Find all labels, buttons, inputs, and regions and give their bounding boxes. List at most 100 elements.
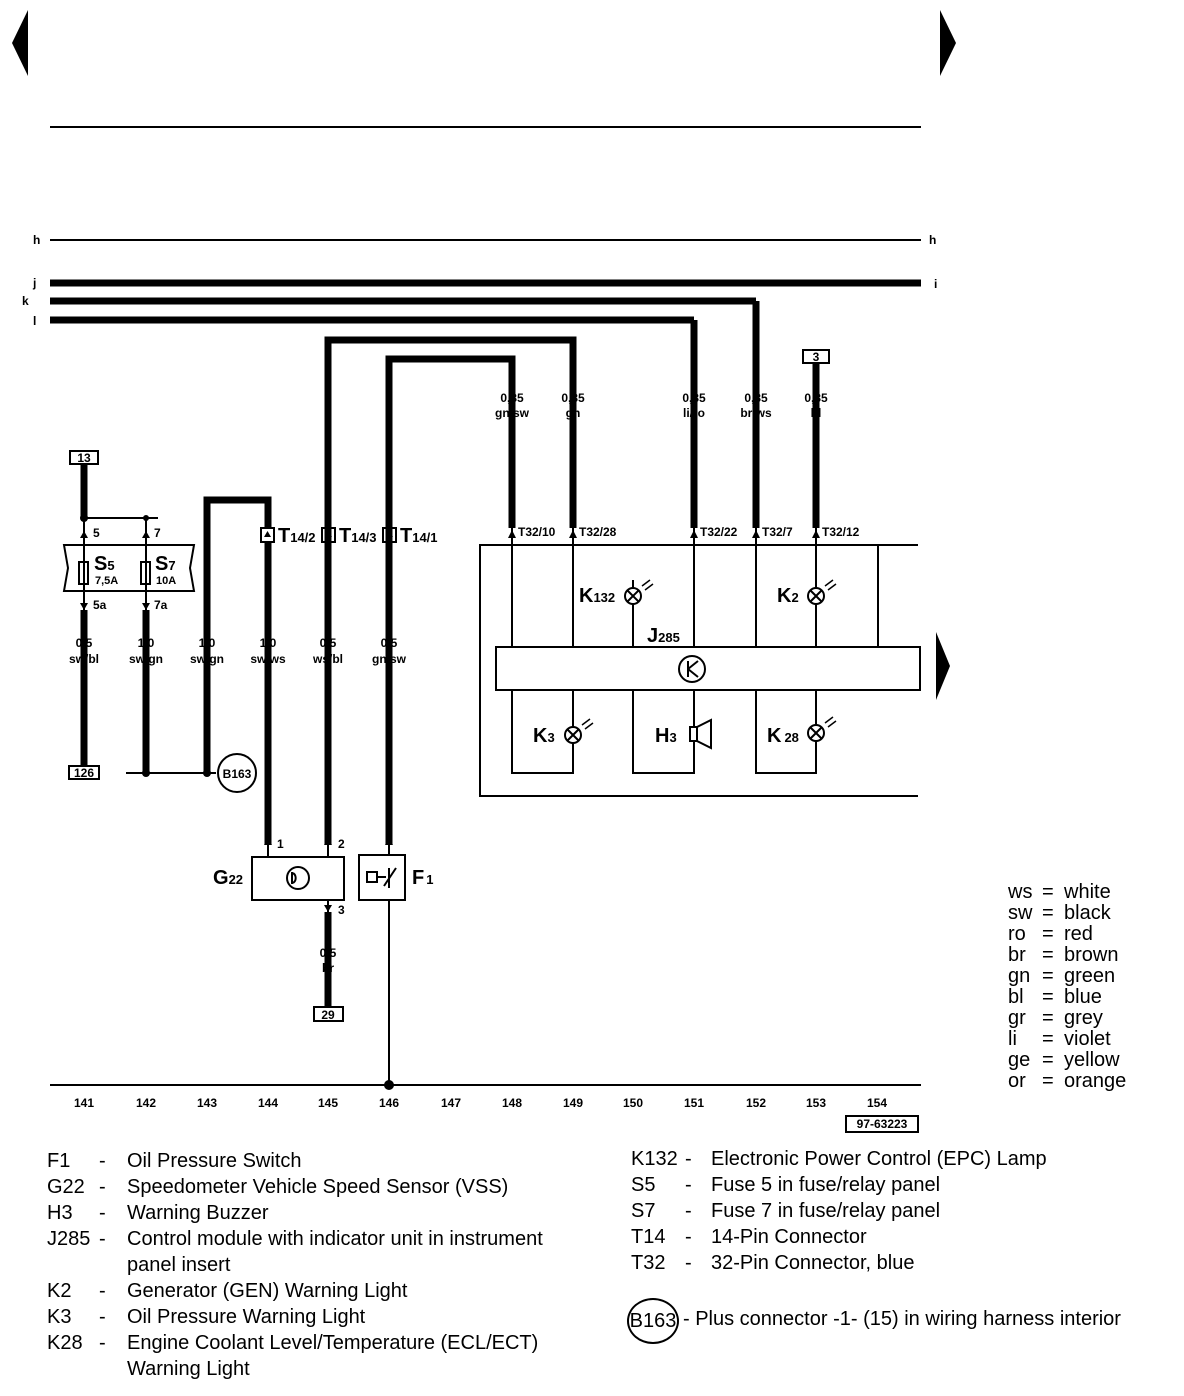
key-dash: - xyxy=(99,1332,106,1354)
key-dash: - xyxy=(685,1148,692,1170)
wire-144-color: sw/ws xyxy=(250,652,286,666)
prev-page-arrow[interactable] xyxy=(12,10,28,76)
k132-label: K132 xyxy=(579,585,615,607)
color-code: li xyxy=(1008,1028,1017,1050)
wire-143-size: 1,0 xyxy=(199,636,216,650)
key-code: S7 xyxy=(631,1200,656,1222)
j285-label: J285 xyxy=(647,625,680,647)
equals-sign: = xyxy=(1042,965,1054,987)
key-dash: - xyxy=(99,1202,106,1224)
wire-145 xyxy=(324,336,577,845)
wire-149-size: 0,35 xyxy=(561,391,585,405)
terminal-13-label: 13 xyxy=(77,451,91,465)
color-name: black xyxy=(1064,902,1111,924)
connector-t14-1-label: T14/1 xyxy=(400,525,438,547)
key-desc: Oil Pressure Warning Light xyxy=(127,1306,366,1328)
key-item: G22-Speedometer Vehicle Speed Sensor (VS… xyxy=(47,1174,607,1200)
key-code: J285 xyxy=(47,1228,91,1250)
wire-145-size: 0,5 xyxy=(320,636,337,650)
component-key-right: K132-Electronic Power Control (EPC) Lamp… xyxy=(631,1146,1171,1276)
key-code: T32 xyxy=(631,1252,666,1274)
equals-sign: = xyxy=(1042,1049,1054,1071)
j285-outline xyxy=(479,544,918,797)
color-code: gn xyxy=(1008,965,1031,987)
key-dash: - xyxy=(99,1150,106,1172)
color-name: yellow xyxy=(1064,1049,1120,1071)
key-dash: - xyxy=(99,1228,106,1250)
color-code: ws xyxy=(1008,881,1033,903)
key-code: S5 xyxy=(631,1174,656,1196)
wire-143-color: sw/gn xyxy=(190,652,224,666)
wire-145b-size: 0,5 xyxy=(320,946,337,960)
k2-lamp-icon xyxy=(807,579,837,605)
key-code: T14 xyxy=(631,1226,666,1248)
wire-146-size: 0,5 xyxy=(381,636,398,650)
wire-146 xyxy=(385,355,516,845)
color-code: br xyxy=(1008,944,1026,966)
key-code: F1 xyxy=(47,1150,71,1172)
key-code: K3 xyxy=(47,1306,72,1328)
k132-lamp-icon xyxy=(624,579,654,605)
key-code: G22 xyxy=(47,1176,85,1198)
key-desc: Speedometer Vehicle Speed Sensor (VSS) xyxy=(127,1176,509,1198)
bus-h-label: h xyxy=(33,233,40,247)
wire-152-color: br/ws xyxy=(740,406,772,420)
equals-sign: = xyxy=(1042,923,1054,945)
key-code: K28 xyxy=(47,1332,83,1354)
key-dash: - xyxy=(99,1306,106,1328)
key-desc: Engine Coolant Level/Temperature (ECL/EC… xyxy=(127,1332,539,1380)
wire-145b-color: br xyxy=(322,961,334,975)
key-dash: - xyxy=(685,1200,692,1222)
j285-upper-internal xyxy=(511,545,879,647)
j285-module-bar xyxy=(495,646,921,691)
legend-row: sw=black xyxy=(1008,903,1126,924)
color-name: brown xyxy=(1064,944,1119,966)
color-name: violet xyxy=(1064,1028,1111,1050)
connector-t32-22-label: T32/22 xyxy=(700,525,738,539)
fuse-panel xyxy=(62,544,196,592)
terminal-126-label: 126 xyxy=(74,766,94,780)
key-desc: Generator (GEN) Warning Light xyxy=(127,1280,408,1302)
bus-i-label: i xyxy=(934,277,937,291)
equals-sign: = xyxy=(1042,986,1054,1008)
key-item: S7 -Fuse 7 in fuse/relay panel xyxy=(631,1198,1171,1224)
col-147: 147 xyxy=(441,1096,461,1110)
terminal-29-label: 29 xyxy=(321,1008,335,1022)
fuse-s7-rating: 10A xyxy=(156,575,176,587)
col-149: 149 xyxy=(563,1096,583,1110)
connector-t32-28-label: T32/28 xyxy=(579,525,617,539)
k28-lamp-icon xyxy=(807,716,837,742)
legend-row: br=brown xyxy=(1008,945,1126,966)
key-item: K2-Generator (GEN) Warning Light xyxy=(47,1278,607,1304)
terminal-3-label: 3 xyxy=(813,350,820,364)
bus-h-label-right: h xyxy=(929,233,936,247)
legend-row: ws=white xyxy=(1008,882,1126,903)
ref-number-box xyxy=(845,1115,919,1133)
key-dash: - xyxy=(99,1280,106,1302)
bus-l-label: l xyxy=(33,314,36,328)
color-code: sw xyxy=(1008,902,1033,924)
wire-143 xyxy=(203,496,272,773)
next-page-arrow[interactable] xyxy=(940,10,956,76)
wire-color-legend: ws=white sw=black ro=red br=brown gn=gre… xyxy=(1008,882,1126,1092)
arrow-pin5a xyxy=(80,603,88,610)
fuse-s5-label: S5 xyxy=(94,553,115,575)
equals-sign: = xyxy=(1042,881,1054,903)
component-key-left: F1-Oil Pressure Switch G22-Speedometer V… xyxy=(47,1148,607,1382)
k3-lamp-icon xyxy=(564,718,594,744)
color-code: gr xyxy=(1008,1007,1026,1029)
key-code: K132 xyxy=(631,1148,678,1170)
legend-row: or=orange xyxy=(1008,1071,1126,1092)
connector-t14-3-label: T14/3 xyxy=(339,525,377,547)
k2-label: K2 xyxy=(777,585,799,607)
key-desc: Fuse 7 in fuse/relay panel xyxy=(711,1200,941,1222)
wire-144-size: 1,0 xyxy=(260,636,277,650)
pin-7a-label: 7a xyxy=(154,598,168,612)
key-dash: - xyxy=(99,1176,106,1198)
g22-pin-3: 3 xyxy=(338,903,345,917)
key-item: K28-Engine Coolant Level/Temperature (EC… xyxy=(47,1330,607,1382)
g22-pins xyxy=(264,838,332,857)
wire-148-color: gn/sw xyxy=(495,406,530,420)
continue-right-arrow[interactable] xyxy=(936,632,950,700)
